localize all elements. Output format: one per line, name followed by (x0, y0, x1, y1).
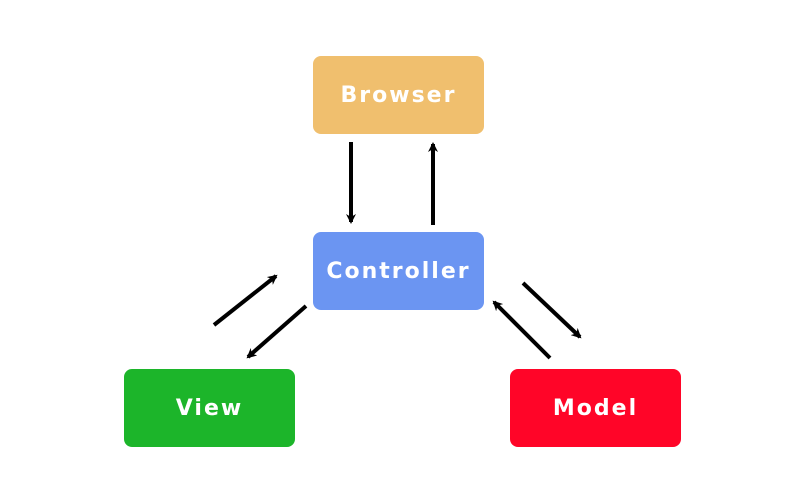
browser-node: Browser (313, 56, 484, 134)
arrow-view-to-controller (212, 274, 278, 327)
view-node: View (124, 369, 295, 447)
arrow-controller-to-model (521, 281, 582, 339)
view-label: View (175, 395, 244, 421)
arrow-model-to-controller (492, 300, 552, 360)
controller-label: Controller (326, 258, 471, 284)
arrow-controller-to-view (246, 304, 308, 359)
model-label: Model (552, 395, 639, 421)
model-node: Model (510, 369, 681, 447)
browser-label: Browser (340, 82, 457, 108)
controller-node: Controller (313, 232, 484, 310)
